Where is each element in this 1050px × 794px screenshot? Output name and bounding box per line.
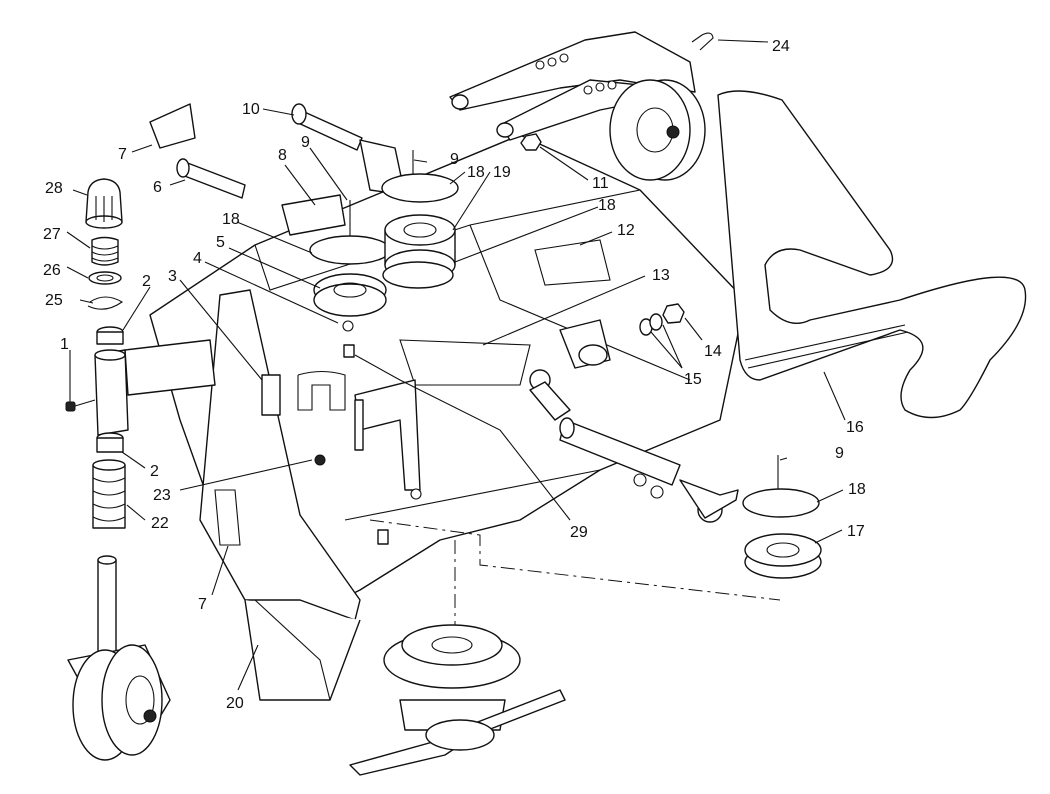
idler-bracket	[297, 370, 422, 545]
washers-nut	[639, 303, 685, 336]
callout-18-right: 18	[848, 481, 866, 498]
callout-28: 28	[45, 180, 63, 197]
callout-18-mid: 18	[598, 197, 616, 214]
callout-26: 26	[43, 262, 61, 279]
drive-belt	[717, 90, 1027, 419]
callout-labels: 1 2 2 3 4 5 6 7 7 8 9 9 9 10 11 12 13 14…	[43, 38, 866, 712]
callout-4: 4	[193, 250, 202, 267]
caster-wheel	[67, 555, 171, 761]
tension-rod	[529, 319, 739, 523]
caster-arm	[65, 326, 216, 453]
callout-17: 17	[847, 523, 865, 540]
callout-14: 14	[704, 343, 722, 360]
callout-2-upper: 2	[142, 273, 151, 290]
spindle-blade	[349, 540, 566, 776]
callout-27: 27	[43, 226, 61, 243]
frame-rail	[199, 289, 361, 701]
callout-1: 1	[60, 336, 69, 353]
pulley-assembly	[281, 150, 459, 358]
callout-7-upper: 7	[118, 146, 127, 163]
callout-23: 23	[153, 487, 171, 504]
callout-8: 8	[278, 147, 287, 164]
callout-3: 3	[168, 268, 177, 285]
callout-24: 24	[772, 38, 790, 55]
callout-20: 20	[226, 695, 244, 712]
rear-pulley	[742, 455, 822, 579]
callout-12: 12	[617, 222, 635, 239]
callout-9-left: 9	[301, 134, 310, 151]
callout-9-right: 9	[835, 445, 844, 462]
callout-18-left: 18	[222, 211, 240, 228]
lift-arm-assembly	[449, 31, 714, 181]
leader-lines	[66, 39, 846, 691]
callout-7-lower: 7	[198, 596, 207, 613]
callout-22: 22	[151, 515, 169, 532]
callout-6: 6	[153, 179, 162, 196]
callout-29: 29	[570, 524, 588, 541]
callout-11: 11	[592, 175, 609, 192]
callout-16: 16	[846, 419, 864, 436]
callout-10: 10	[242, 101, 260, 118]
caster-stack	[85, 178, 126, 529]
callout-25: 25	[45, 292, 63, 309]
callout-18-top: 18	[467, 164, 485, 181]
callout-15: 15	[684, 371, 702, 388]
callout-9-upper: 9	[450, 151, 459, 168]
callout-19: 19	[493, 164, 511, 181]
callout-5: 5	[216, 234, 225, 251]
callout-13: 13	[652, 267, 670, 284]
callout-2-lower: 2	[150, 463, 159, 480]
